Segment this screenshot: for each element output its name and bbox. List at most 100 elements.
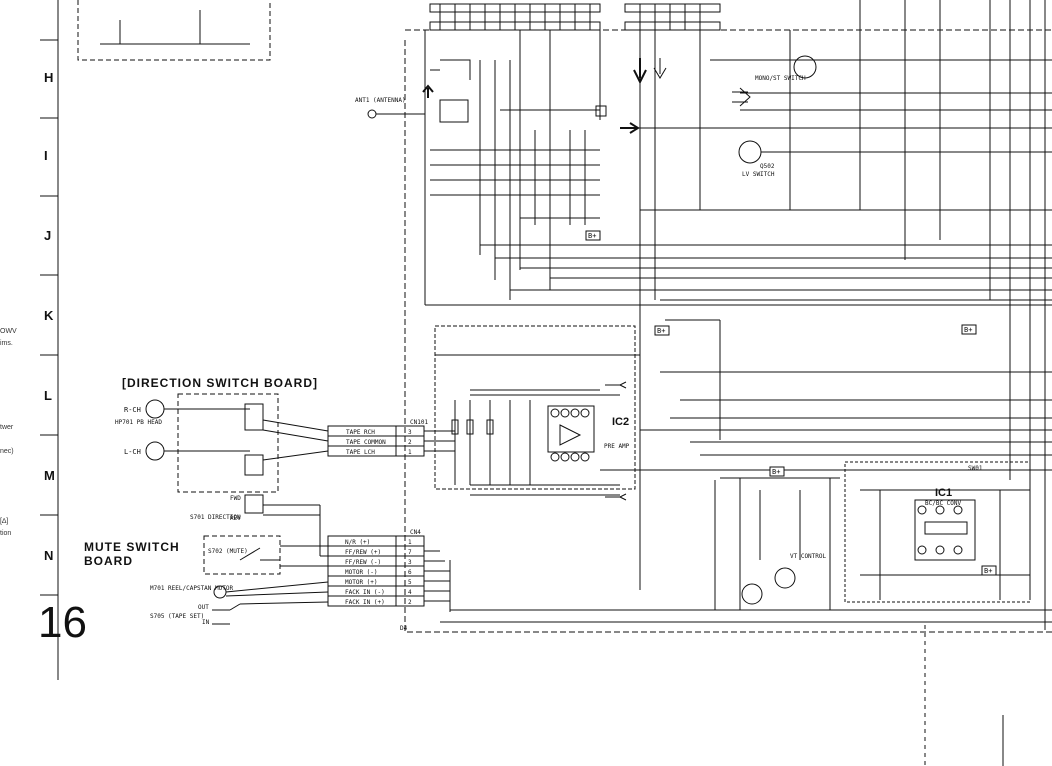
cn101-pin-label: TAPE LCH: [346, 449, 375, 456]
s701-switch-2: [244, 454, 264, 476]
cut-text: ims.: [0, 340, 13, 347]
mono-st-label: MONO/ST SWITCH: [755, 75, 806, 82]
double-arrow: [732, 87, 751, 107]
cn4-pin-number: 4: [408, 589, 412, 596]
svg-text:B+: B+: [588, 232, 596, 240]
cn101-pin-number: 2: [408, 439, 412, 446]
l-ch-label: L-CH: [124, 448, 141, 456]
connector-pins: [439, 4, 701, 30]
rev-label: REV: [230, 515, 241, 522]
cn4-pin-number: 1: [408, 539, 412, 546]
cn4-pin-label: FACK IN (-): [345, 589, 385, 596]
arrow-down-1: [633, 58, 647, 85]
cn4-pin-number: 6: [408, 569, 412, 576]
ic2-pins: [550, 408, 590, 462]
fwd-label: FWD: [230, 495, 241, 502]
antenna-symbol: [367, 109, 377, 119]
in-label: IN: [202, 619, 210, 626]
q503-transistor: [793, 55, 817, 79]
mute-board-line2: BOARD: [84, 554, 133, 568]
cut-text: tion: [0, 530, 12, 537]
prev-board-traces: [100, 10, 250, 45]
cn101-pin-label: TAPE COMMON: [346, 439, 386, 446]
direction-board-title: [DIRECTION SWITCH BOARD]: [122, 376, 318, 390]
cn4-pin-number: 2: [408, 599, 412, 606]
vertical-traces: [424, 0, 1046, 630]
vt-transistor: [774, 567, 796, 589]
mute-switch-label: S702 (MUTE): [208, 548, 248, 555]
row-letter-m: M: [44, 468, 55, 483]
row-letter-l: L: [44, 388, 52, 403]
cut-text: nec): [0, 448, 14, 455]
b-plus-box: B+: [961, 324, 977, 335]
antenna-label: ANT1 (ANTENNA): [355, 97, 406, 104]
r-ch-label: R-CH: [124, 406, 141, 414]
ic2-body: [547, 405, 595, 453]
cn4-right-traces: [424, 550, 1052, 623]
cn101-pin-number: 1: [408, 449, 412, 456]
cn4-pin-label: FF/REW (+): [345, 549, 381, 556]
out-label: OUT: [198, 604, 209, 611]
cn4-dividers: [328, 545, 424, 597]
motor-label: M701 REEL/CAPSTAN MOTOR: [150, 585, 233, 592]
row-letter-i: I: [44, 148, 48, 163]
b-plus-box: B+: [769, 466, 785, 477]
svg-text:B+: B+: [984, 567, 992, 575]
main-board-outline: [404, 40, 1052, 633]
prev-board-box: [77, 0, 271, 61]
arrow-up: [422, 84, 434, 98]
mute-board-line1: MUTE SWITCH: [84, 540, 180, 554]
arrow-right: [620, 122, 640, 134]
q502-label: Q502: [760, 163, 775, 170]
cut-text: twer: [0, 424, 14, 431]
mute-switch-board: [203, 535, 281, 575]
horizontal-traces: [425, 59, 1052, 471]
mute-board-title: MUTE SWITCH BOARD: [84, 540, 180, 568]
ic2-opamp: [559, 424, 582, 446]
cn4-pin-number: 3: [408, 559, 412, 566]
page-number: 16: [38, 598, 87, 647]
cn4-pin-number: 7: [408, 549, 412, 556]
bcp1-component: [439, 99, 469, 123]
b-plus-box: B+: [981, 565, 997, 576]
ic1-body: [914, 499, 976, 561]
cut-text: [∆]: [0, 518, 9, 525]
cn4-pin-label: FACK IN (+): [345, 599, 385, 606]
svg-text:B+: B+: [964, 326, 972, 334]
cn4-pin-label: MOTOR (+): [345, 579, 378, 586]
top-connector-3: [624, 3, 721, 13]
direction-switch-board: [177, 393, 279, 493]
ic2-desc: PRE AMP: [604, 443, 630, 450]
r-head-symbol: [145, 399, 165, 419]
ic2-region: [434, 325, 636, 490]
top-connector-4: [624, 21, 721, 31]
ic2-label: IC2: [612, 416, 629, 428]
s701-switch-1: [244, 403, 264, 431]
cn101-pin-label: TAPE RCH: [346, 429, 375, 436]
row-letter-j: J: [44, 228, 52, 243]
ic1-label: IC1: [935, 487, 952, 499]
vt-control-label: VT CONTROL: [790, 553, 827, 560]
q1-transistor: [741, 583, 763, 605]
cn101-name: CN101: [410, 419, 428, 426]
s702-switch: [239, 547, 280, 561]
cn4-pin-label: N/R (+): [345, 539, 370, 546]
sw01-label: SW01: [968, 465, 983, 472]
cn4-name: CN4: [410, 529, 421, 536]
b-plus-box: B+: [585, 230, 601, 241]
cn4-pin-number: 5: [408, 579, 412, 586]
lv-switch-label: LV SWITCH: [742, 171, 775, 178]
arrow-head-2: [605, 493, 627, 501]
test-point: [595, 105, 607, 117]
s701-label: S701 DIRECTION: [190, 514, 241, 521]
row-letter-n: N: [44, 548, 54, 563]
row-letter-k: K: [44, 308, 54, 323]
q502-transistor: [738, 140, 762, 164]
arrow-head-1: [605, 381, 627, 389]
ic2-side-components: [451, 400, 531, 485]
d4-label: D4: [400, 625, 408, 632]
s701-switch-3: [244, 494, 264, 514]
cn4-pin-label: MOTOR (-): [345, 569, 378, 576]
ic1-inner-block: [924, 521, 968, 535]
